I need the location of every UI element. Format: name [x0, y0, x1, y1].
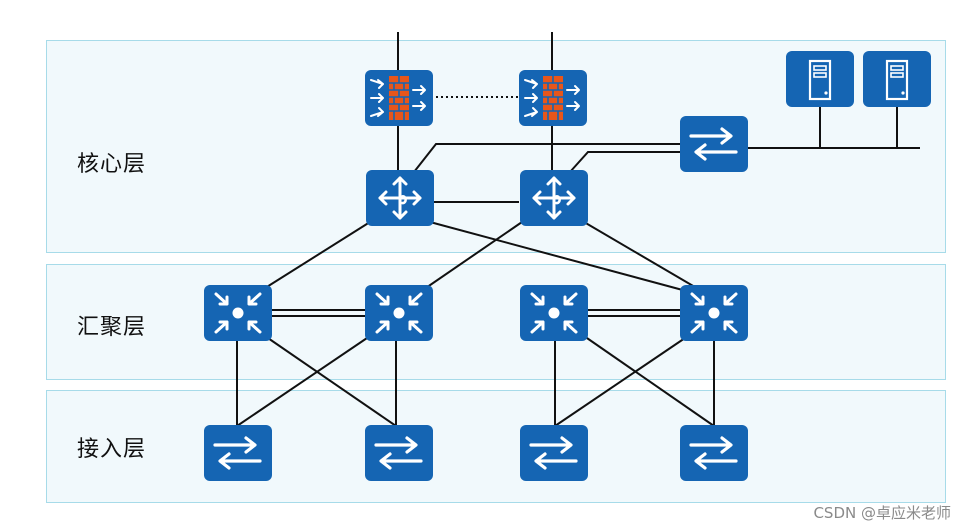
access-switch-2[interactable]	[365, 425, 433, 481]
links	[236, 32, 920, 427]
core-left-agg-1	[261, 221, 371, 291]
server-access-switch[interactable]	[680, 116, 748, 172]
core-right-to-server-switch	[569, 151, 680, 173]
agg-switch-2[interactable]	[365, 285, 433, 341]
core-layer-label: 核心层	[77, 152, 147, 177]
agg-switch-1[interactable]	[204, 285, 272, 341]
access-switch-3[interactable]	[520, 425, 588, 481]
core-right-agg-2	[419, 221, 523, 293]
agg2-acc1	[236, 335, 371, 427]
firewall-right[interactable]	[519, 70, 587, 126]
server-2[interactable]	[863, 51, 931, 107]
core-right-agg-4b	[583, 221, 701, 291]
agg-switch-3[interactable]	[520, 285, 588, 341]
agg-switch-4[interactable]	[680, 285, 748, 341]
core-left-to-server-switch	[413, 143, 680, 173]
core-router-left[interactable]	[366, 170, 434, 226]
agg4-acc3	[554, 335, 689, 427]
aggregation-layer: 汇聚层	[46, 264, 946, 380]
server-1[interactable]	[786, 51, 854, 107]
access-layer-label: 接入层	[77, 437, 147, 462]
access-switch-1[interactable]	[204, 425, 272, 481]
watermark: CSDN @卓应米老师	[813, 504, 951, 522]
access-switch-4[interactable]	[680, 425, 748, 481]
aggregation-layer-label: 汇聚层	[77, 315, 147, 340]
core-router-right[interactable]	[520, 170, 588, 226]
agg3-acc4	[583, 335, 715, 427]
agg1-acc2	[264, 335, 397, 427]
access-layer: 接入层	[46, 390, 946, 503]
core-left-agg-4	[429, 221, 691, 293]
firewall-left[interactable]	[365, 70, 433, 126]
